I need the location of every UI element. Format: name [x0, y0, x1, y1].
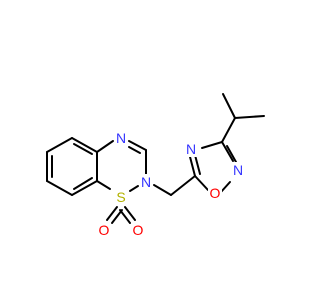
bond: [194, 154, 201, 175]
structure-canvas: N N S O O N N: [46, 93, 265, 238]
atom-label: N: [141, 174, 151, 190]
atom-label: S: [116, 189, 125, 205]
bond: [73, 177, 93, 190]
bond: [106, 206, 118, 221]
bond: [71, 137, 98, 153]
bond: [73, 143, 93, 155]
bond: [226, 145, 237, 163]
atom-s-sulfonyl: S: [114, 189, 128, 205]
atom-n-ring: N: [114, 130, 128, 146]
bond: [221, 117, 236, 143]
molecule-diagram: N N S O O N N: [46, 93, 265, 238]
bond: [129, 185, 139, 192]
bond: [153, 184, 172, 196]
bond-layer: [46, 93, 265, 224]
bond: [46, 137, 73, 153]
bond: [234, 115, 265, 119]
bond: [194, 175, 209, 191]
bond: [220, 181, 231, 193]
atom-label: N: [116, 130, 126, 146]
atom-layer: N N S O O N N: [97, 130, 245, 238]
atom-label: O: [210, 185, 221, 201]
atom-o-oxadiazole-1: O: [208, 185, 222, 201]
atom-o-sulfonyl-2: O: [131, 222, 145, 238]
atom-label: N: [233, 162, 243, 178]
atom-label: O: [133, 222, 144, 238]
atom-o-sulfonyl-1: O: [97, 222, 111, 238]
bond: [111, 209, 123, 224]
atom-n-oxadiazole-3: N: [184, 141, 198, 157]
bond: [96, 180, 111, 190]
bond: [221, 141, 234, 162]
bond: [96, 140, 114, 153]
atom-n-linked: N: [139, 174, 153, 190]
bond: [222, 93, 236, 119]
bond: [46, 180, 73, 196]
atom-label: N: [186, 141, 196, 157]
bond: [124, 206, 136, 221]
atom-n-oxadiazole-2: N: [231, 162, 245, 178]
bond: [201, 141, 223, 149]
bond: [71, 180, 98, 196]
bond: [128, 140, 147, 151]
atom-label: O: [99, 222, 110, 238]
bond: [119, 209, 131, 224]
bond: [128, 146, 141, 154]
bond: [170, 175, 196, 196]
